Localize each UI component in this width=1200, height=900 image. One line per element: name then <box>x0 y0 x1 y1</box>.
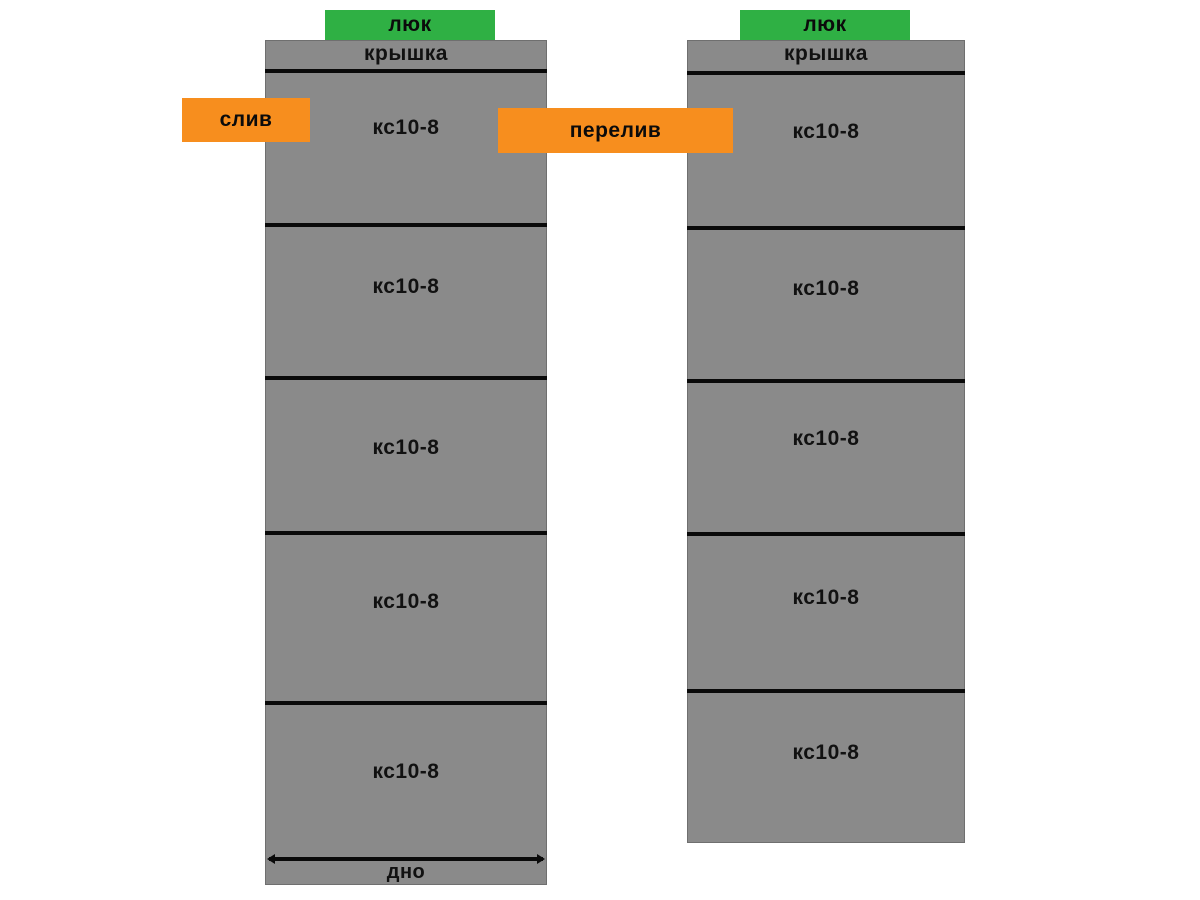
bottom-dimension-line <box>267 854 545 864</box>
ring-segment-label: кс10-8 <box>792 427 860 450</box>
well-column-right: крышка кс10-8 кс10-8 кс10-8 кс10-8 кс10-… <box>687 40 965 843</box>
ring-joint-line <box>265 531 547 535</box>
well-column-left: крышка кс10-8 кс10-8 кс10-8 кс10-8 кс10-… <box>265 40 547 885</box>
cover-label: крышка <box>784 42 868 65</box>
ring-segment-label: кс10-8 <box>372 436 440 459</box>
drain-label: слив <box>182 98 310 142</box>
ring-joint-line <box>687 689 965 693</box>
cover-joint-line <box>687 71 965 75</box>
hatch-label-left: люк <box>325 10 495 40</box>
overflow-label: перелив <box>498 108 733 153</box>
ring-segment-label: кс10-8 <box>792 277 860 300</box>
ring-segment-label: кс10-8 <box>792 741 860 764</box>
ring-joint-line <box>687 226 965 230</box>
bottom-label: дно <box>386 861 426 883</box>
ring-segment-label: кс10-8 <box>792 120 860 143</box>
ring-segment-label: кс10-8 <box>372 590 440 613</box>
ring-joint-line <box>687 379 965 383</box>
hatch-label-right: люк <box>740 10 910 40</box>
cover-label: крышка <box>364 42 448 65</box>
ring-segment-label: кс10-8 <box>372 275 440 298</box>
ring-segment-label: кс10-8 <box>792 586 860 609</box>
ring-segment-label: кс10-8 <box>372 760 440 783</box>
ring-joint-line <box>687 532 965 536</box>
ring-segment-label: кс10-8 <box>372 116 440 139</box>
cover-joint-line <box>265 69 547 73</box>
ring-joint-line <box>265 223 547 227</box>
ring-joint-line <box>265 376 547 380</box>
ring-joint-line <box>265 701 547 705</box>
